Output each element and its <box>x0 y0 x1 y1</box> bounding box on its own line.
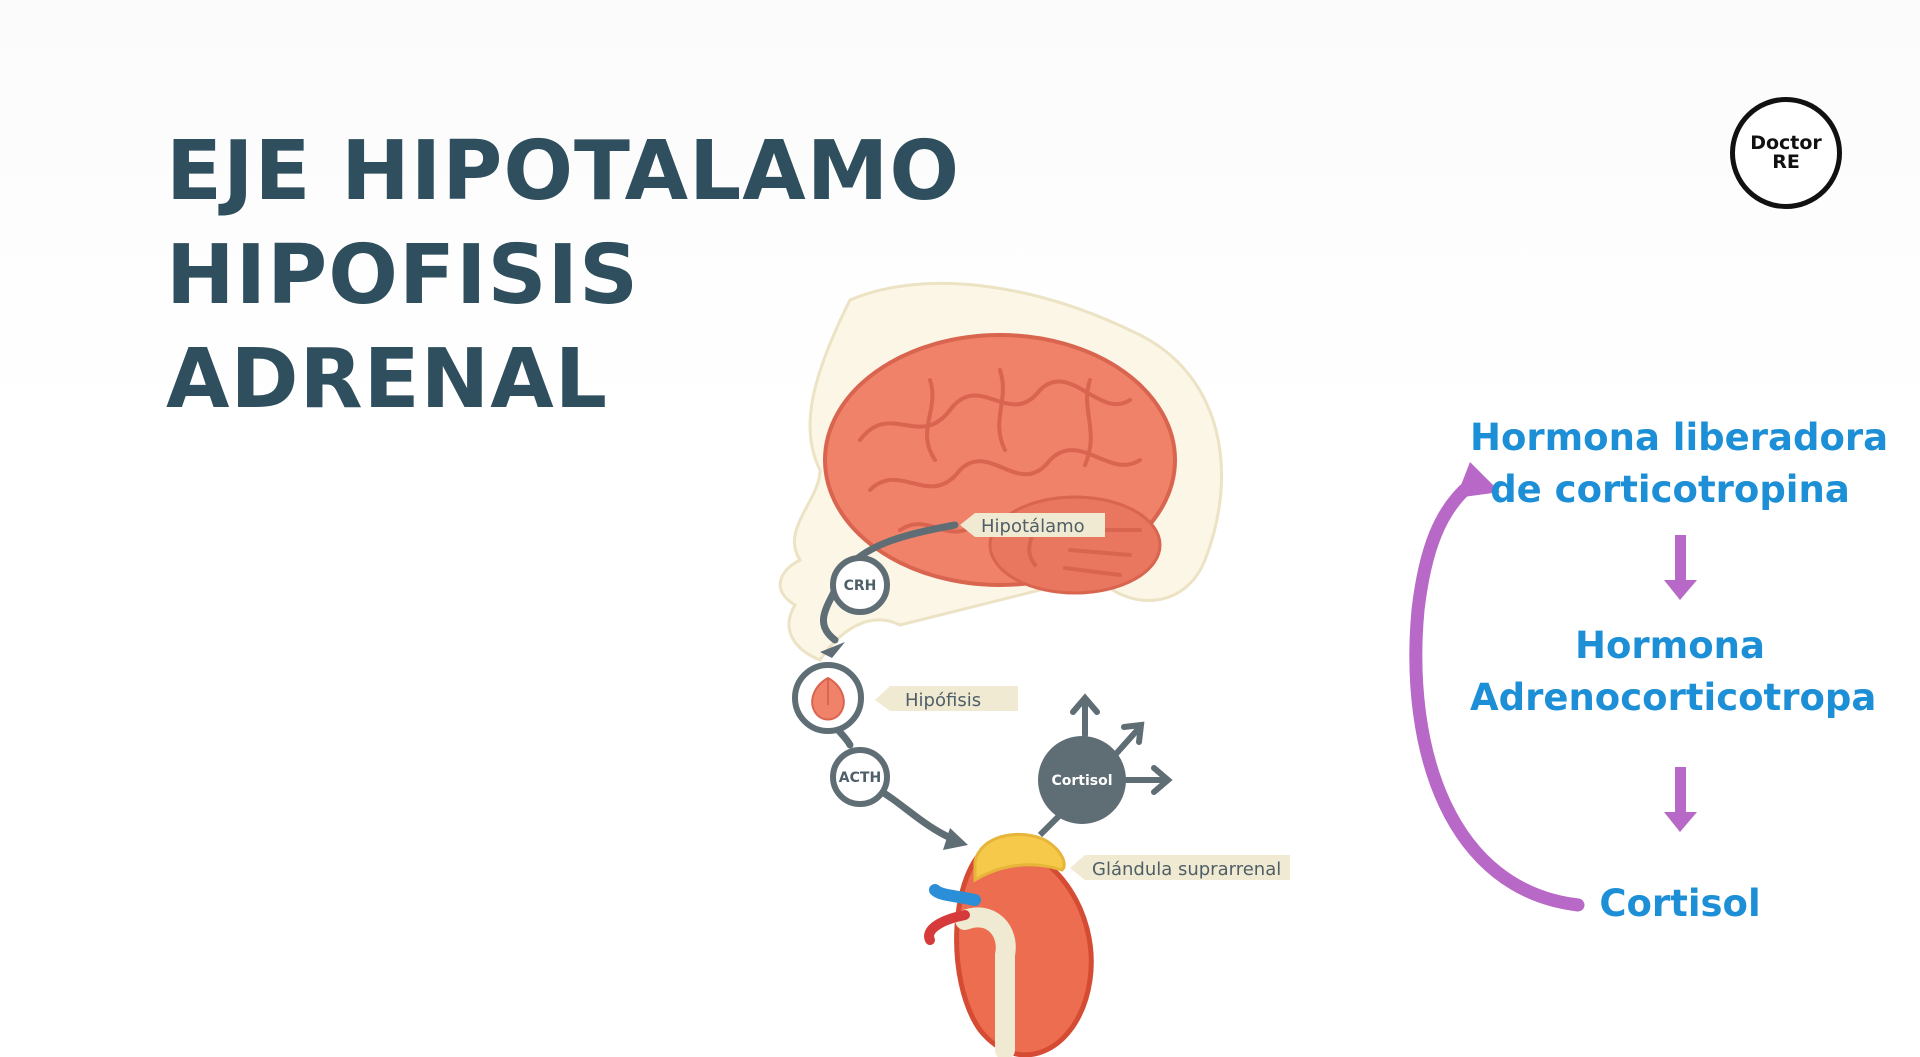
pituitary-gland-icon <box>811 676 845 721</box>
flow-step-crh: Hormona liberadora de corticotropina <box>1470 412 1888 516</box>
kidney-icon <box>924 842 1094 1057</box>
feedback-flow-arrows <box>1409 462 1697 912</box>
feedback-arrowhead <box>1456 462 1500 498</box>
hpa-illustration: Hipotálamo CRH Hipófisis ACTH Cortisol G… <box>778 281 1290 1057</box>
logo-line-2: RE <box>1772 151 1800 173</box>
flow-step-1-line-2: de corticotropina <box>1490 468 1850 511</box>
page-title: EJE HIPOTALAMO HIPOFISIS ADRENAL <box>166 120 960 432</box>
crh-arrowhead <box>820 642 845 658</box>
logo-line-1: Doctor <box>1750 132 1822 154</box>
pituitary-label: Hipófisis <box>905 690 981 711</box>
cortisol-node-label: Cortisol <box>1051 773 1112 789</box>
adrenal-label-tag <box>1070 855 1290 880</box>
acth-node <box>830 747 890 807</box>
down-arrow-2-head <box>1664 812 1697 832</box>
flow-step-2-line-1: Hormona <box>1575 624 1765 667</box>
down-arrow-2-shaft <box>1675 767 1686 817</box>
hypothalamus-label: Hipotálamo <box>981 516 1085 537</box>
pituitary-label-tag <box>875 686 1018 711</box>
adrenal-gland-icon <box>973 832 1066 883</box>
down-arrow-1-shaft <box>1675 535 1686 585</box>
cortisol-emission-arrows <box>1070 693 1173 795</box>
title-line-3: ADRENAL <box>166 332 609 427</box>
title-line-2: HIPOFISIS <box>166 228 640 323</box>
flow-step-acth: Hormona Adrenocorticotropa <box>1470 620 1876 724</box>
crh-node <box>830 555 890 615</box>
crh-label: CRH <box>844 578 877 594</box>
feedback-loop-arrow <box>1409 478 1585 912</box>
acth-arrowhead <box>943 828 968 850</box>
acth-label: ACTH <box>839 770 881 786</box>
title-line-1: EJE HIPOTALAMO <box>166 124 961 219</box>
cortisol-connector <box>1037 812 1063 838</box>
flow-step-2-line-2: Adrenocorticotropa <box>1470 676 1877 719</box>
flow-step-1-line-1: Hormona liberadora <box>1470 416 1889 459</box>
flow-step-cortisol: Cortisol <box>1599 882 1761 925</box>
cortisol-node <box>1038 736 1126 824</box>
hypothalamus-label-tag <box>960 513 1105 537</box>
doctor-re-logo: Doctor RE <box>1730 97 1842 209</box>
adrenal-label: Glándula suprarrenal <box>1092 859 1281 880</box>
down-arrow-1-head <box>1664 580 1697 600</box>
